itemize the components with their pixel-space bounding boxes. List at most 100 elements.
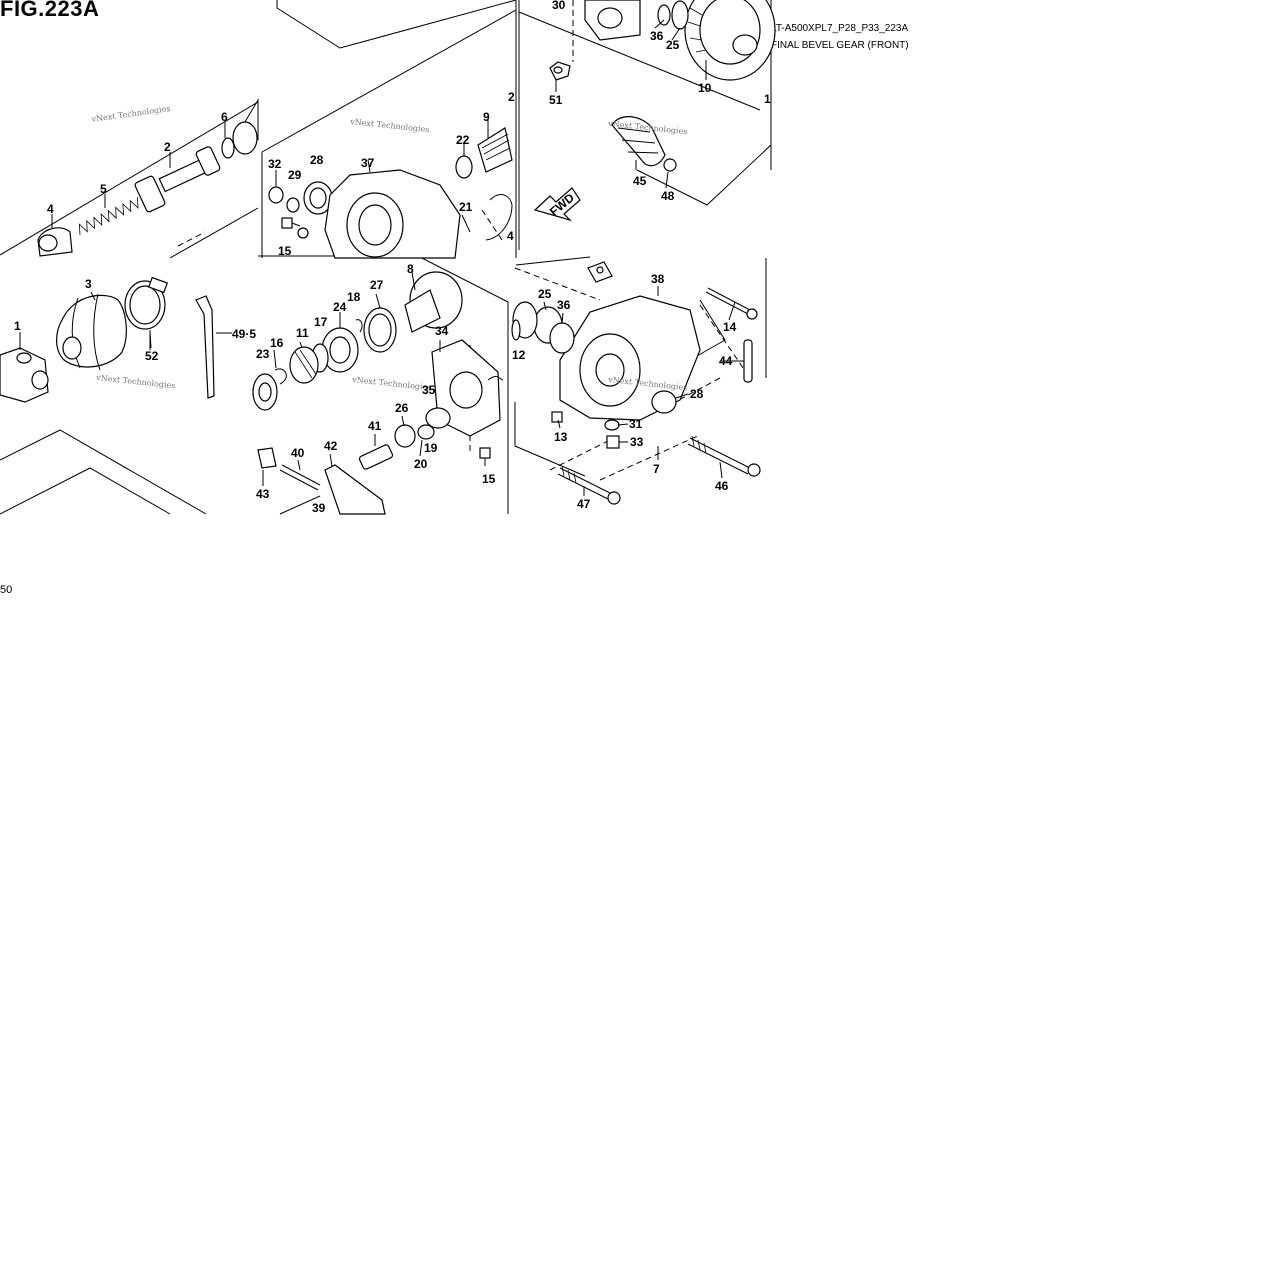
callout: 1	[764, 92, 771, 106]
part-13-bolt	[551, 411, 563, 423]
callout: 3	[85, 277, 92, 291]
part-40-rod	[279, 464, 321, 491]
stray-text: 50	[0, 584, 13, 596]
part-1-universal-joint	[0, 332, 49, 403]
callout: 10	[698, 81, 712, 95]
part-46-bolt	[687, 435, 761, 477]
callout: 2	[508, 90, 515, 104]
callout: 5	[100, 182, 107, 196]
part-38-diff-housing	[559, 286, 701, 421]
callout: 35	[422, 383, 436, 397]
part-15-bolt-top	[281, 217, 309, 239]
part-23-seal	[252, 373, 278, 411]
part-45-boot	[611, 116, 666, 167]
callout: 28	[690, 387, 704, 401]
callout: 15	[278, 244, 292, 258]
part-9-pinion	[477, 118, 513, 173]
part-44-strap	[743, 339, 753, 383]
part-43-lever	[257, 447, 277, 469]
part-34-actuator	[431, 339, 504, 437]
callout: 12	[512, 348, 526, 362]
part-25-36-gears	[657, 0, 689, 30]
callout: 30	[552, 0, 566, 12]
callout: 7	[653, 462, 660, 476]
figure-code: LT-A500XPL7_P28_P33_223A	[771, 23, 909, 34]
watermark: vNext Technologies	[90, 104, 171, 124]
callout: 9	[483, 110, 490, 124]
part-26-seal	[394, 424, 416, 448]
callout: 40	[291, 446, 305, 460]
callout: 25	[538, 287, 552, 301]
part-6-circlip	[221, 122, 235, 159]
callout: 2	[164, 140, 171, 154]
part-35-oring	[425, 407, 451, 429]
part-49-cable-tie	[195, 295, 232, 399]
part-22-bearing	[455, 142, 473, 179]
callout: 16	[270, 336, 284, 350]
part-5-spring	[78, 194, 139, 236]
part-31-washer	[604, 419, 620, 431]
part-41-shaft	[358, 444, 394, 470]
callout: 48	[661, 189, 675, 203]
callout: 43	[256, 487, 270, 501]
callout: 41	[368, 419, 382, 433]
part-16-clip	[274, 368, 287, 385]
callout: 47	[577, 497, 591, 511]
part-top-small-piece	[587, 261, 613, 283]
callout: 52	[145, 349, 159, 363]
callout: 38	[651, 272, 665, 286]
part-3-boot	[56, 293, 127, 371]
part-4-cap	[37, 214, 73, 257]
callout: 34	[435, 324, 449, 338]
callout: 21	[459, 200, 473, 214]
part-11-bearing	[289, 346, 319, 384]
callout: 28	[310, 153, 324, 167]
callout: 46	[715, 479, 729, 493]
callout: 45	[633, 174, 647, 188]
watermark: vNext Technologies	[95, 373, 176, 390]
part-21-pin	[461, 214, 471, 233]
callout: 32	[268, 157, 282, 171]
part-42-fork	[324, 464, 386, 515]
callout: 23	[256, 347, 270, 361]
callout: 14	[723, 320, 737, 334]
callout: 49·5	[232, 327, 256, 341]
part-28-seal-top	[303, 181, 333, 215]
part-29-washer	[286, 197, 300, 213]
callout: 25	[666, 38, 680, 52]
part-15-bolt-bottom	[479, 447, 491, 466]
part-37-case-half	[324, 159, 461, 259]
figure-title: FIG.223A	[0, 0, 100, 21]
part-32-breather	[268, 170, 284, 204]
callout: 31	[629, 417, 643, 431]
part-2-shaft	[134, 146, 221, 213]
callout: 17	[314, 315, 328, 329]
callout: 22	[456, 133, 470, 147]
callout: 1	[14, 319, 21, 333]
part-30-cover	[584, 0, 641, 41]
callout: 33	[630, 435, 644, 449]
part-12-ring	[511, 319, 521, 341]
callout: 27	[370, 278, 384, 292]
callout: 13	[554, 430, 568, 444]
figure-name: FINAL BEVEL GEAR (FRONT)	[771, 40, 909, 51]
watermark: vNext Technologies	[349, 117, 430, 134]
callout: 36	[557, 298, 571, 312]
part-51-nut	[549, 61, 571, 81]
part-52-clamp	[124, 276, 168, 350]
part-ring-gear	[684, 0, 776, 81]
part-8-pinion-shaft	[404, 271, 463, 333]
callout: 11	[296, 326, 309, 340]
part-14-bolt	[705, 287, 758, 320]
fwd-arrow: FWD	[533, 187, 581, 222]
watermark: vNext Technologies	[351, 375, 432, 392]
part-bearing-top-left	[232, 98, 259, 155]
callout: 19	[424, 441, 438, 455]
callout: 36	[650, 29, 664, 43]
callout: 29	[288, 168, 302, 182]
part-27-ring	[363, 307, 397, 353]
leader-lines	[19, 19, 744, 496]
part-25-36-bearings-right	[512, 301, 575, 354]
part-33-plug	[606, 435, 620, 449]
